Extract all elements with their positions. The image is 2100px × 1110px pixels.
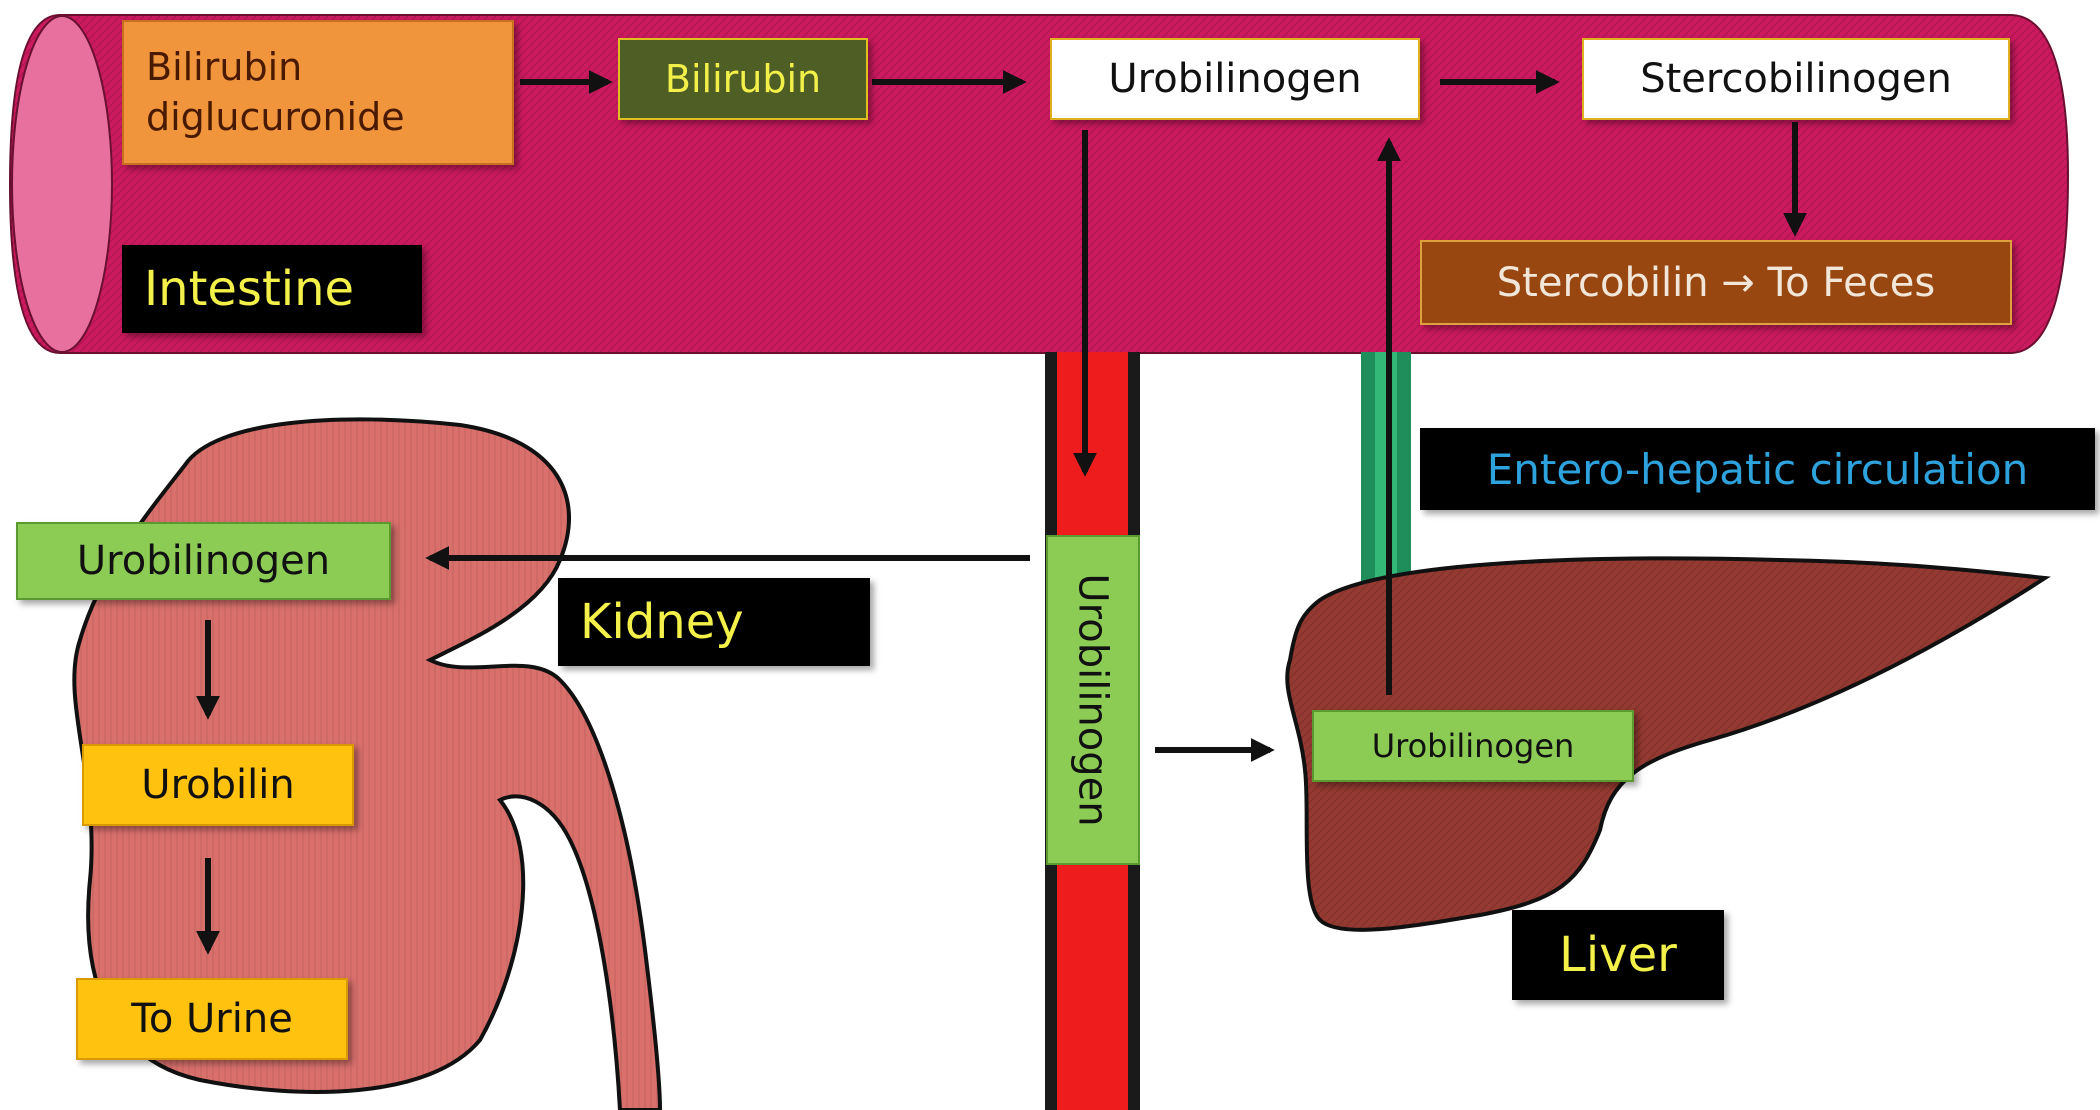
label-intestine-urobilinogen: Urobilinogen [1050, 38, 1420, 120]
label-entero-hepatic-circulation: Entero-hepatic circulation [1420, 428, 2095, 510]
label-urobilin: Urobilin [82, 744, 354, 826]
label-liver: Liver [1512, 910, 1724, 1000]
label-vessel-urobilinogen: Urobilinogen [1046, 535, 1140, 865]
label-bilirubin-diglucuronide: Bilirubin diglucuronide [122, 20, 514, 165]
label-vessel-urobilinogen-text: Urobilinogen [1070, 573, 1116, 826]
label-bilirubin: Bilirubin [618, 38, 868, 120]
label-bilirubin-diglucuronide-line1: Bilirubin [146, 43, 302, 92]
label-intestine: Intestine [122, 245, 422, 333]
intestine-opening [12, 16, 112, 352]
label-stercobilin-to-feces: Stercobilin → To Feces [1420, 240, 2012, 325]
label-bilirubin-diglucuronide-line2: diglucuronide [146, 93, 405, 142]
label-to-urine: To Urine [76, 978, 348, 1060]
label-kidney-urobilinogen: Urobilinogen [16, 522, 391, 600]
label-stercobilinogen: Stercobilinogen [1582, 38, 2010, 120]
label-liver-urobilinogen: Urobilinogen [1312, 710, 1634, 782]
label-kidney: Kidney [558, 578, 870, 666]
